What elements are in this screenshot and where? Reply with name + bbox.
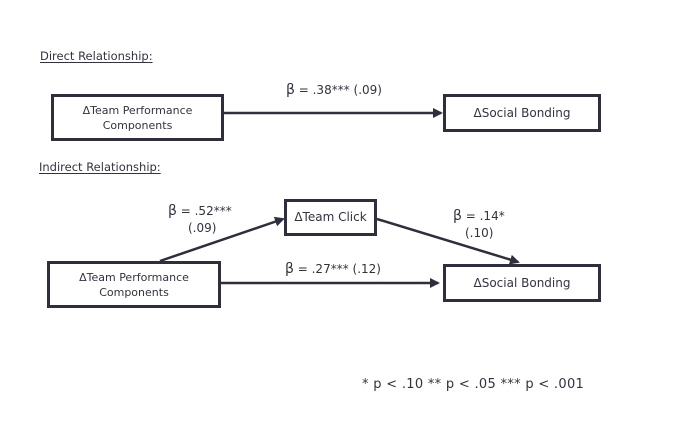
path-a-arrow xyxy=(159,216,285,263)
path-b-coefficient-label: β = .14* xyxy=(453,208,505,224)
indirect-target-label: ΔSocial Bonding xyxy=(473,275,571,290)
direct-target-label: ΔSocial Bonding xyxy=(473,105,571,120)
indirect-source-line2: Components xyxy=(99,285,169,299)
direct-coefficient-label: β = .38*** (.09) xyxy=(286,82,382,98)
path-a-coefficient-label: β = .52*** xyxy=(168,203,232,219)
indirect-relationship-heading: Indirect Relationship: xyxy=(39,160,161,174)
indirect-source-line1: ΔTeam Performance xyxy=(79,270,189,284)
direct-source-line2: Components xyxy=(102,118,173,132)
path-b-se-label: (.10) xyxy=(465,226,494,240)
significance-note: * p < .10 ** p < .05 *** p < .001 xyxy=(362,377,585,392)
team-click-box: ΔTeam Click xyxy=(284,199,377,236)
indirect-social-bonding-box: ΔSocial Bonding xyxy=(443,264,601,302)
path-a-se-label: (.09) xyxy=(188,221,217,235)
direct-relationship-heading: Direct Relationship: xyxy=(40,49,153,63)
direct-source-line1: ΔTeam Performance xyxy=(82,103,193,117)
direct-social-bonding-box: ΔSocial Bonding xyxy=(443,94,601,132)
mediator-label: ΔTeam Click xyxy=(294,210,367,224)
path-b-arrow xyxy=(376,217,520,265)
path-c-coefficient-label: β = .27*** (.12) xyxy=(285,261,381,277)
